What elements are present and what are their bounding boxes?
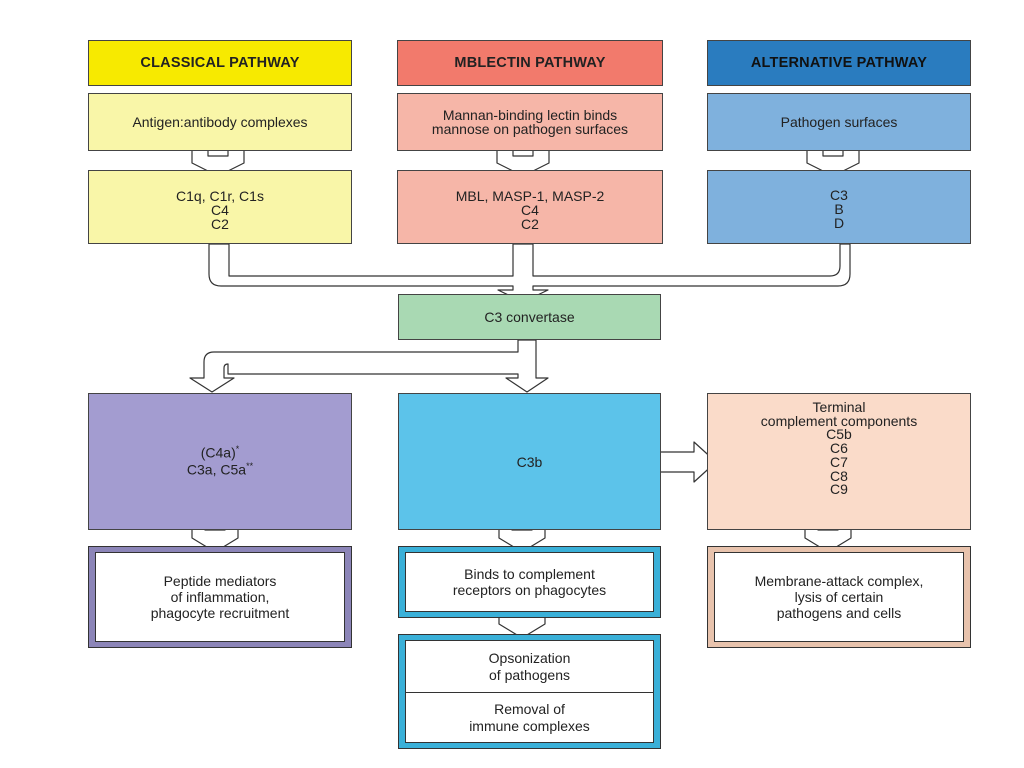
- mblectin-trigger-text: Mannan-binding lectin binds mannose on p…: [431, 107, 629, 137]
- removal-outcome-text: Removal of immune complexes: [469, 701, 590, 734]
- c3a-c5a-footnote-mark: **: [246, 460, 254, 471]
- binding-frame: Binds to complement receptors on phagocy…: [398, 546, 661, 618]
- c4a-line: (C4a)*: [201, 445, 240, 461]
- c3b-label: C3b: [516, 453, 543, 470]
- classical-trigger-box: Antigen:antibody complexes: [88, 93, 352, 151]
- inflammation-outcome-box: Peptide mediators of inflammation, phago…: [95, 552, 345, 642]
- alternative-trigger-text: Pathogen surfaces: [780, 114, 898, 130]
- c3-convertase-label: C3 convertase: [484, 309, 575, 325]
- lysis-outcome-text: Membrane-attack complex, lysis of certai…: [754, 572, 924, 622]
- lysis-frame: Membrane-attack complex, lysis of certai…: [707, 546, 971, 648]
- mblectin-trigger-box: Mannan-binding lectin binds mannose on p…: [397, 93, 663, 151]
- binding-outcome-text: Binds to complement receptors on phagocy…: [452, 565, 607, 598]
- opsonization-outcome-box: Opsonization of pathogens: [405, 640, 654, 693]
- classical-pathway-header: CLASSICAL PATHWAY: [88, 40, 352, 86]
- classical-pathway-title: CLASSICAL PATHWAY: [140, 54, 300, 71]
- alternative-trigger-box: Pathogen surfaces: [707, 93, 971, 151]
- removal-outcome-box: Removal of immune complexes: [405, 692, 654, 743]
- lysis-outcome-box: Membrane-attack complex, lysis of certai…: [714, 552, 964, 642]
- split-pipe: [189, 339, 549, 393]
- inflammation-frame: Peptide mediators of inflammation, phago…: [88, 546, 352, 648]
- terminal-components-box: Terminal complement components C5b C6 C7…: [707, 393, 971, 530]
- alternative-components-box: C3 B D: [707, 170, 971, 244]
- classical-trigger-text: Antigen:antibody complexes: [132, 114, 308, 130]
- opsonization-outcome-text: Opsonization of pathogens: [488, 650, 571, 683]
- opsonization-frame: Opsonization of pathogens Removal of imm…: [398, 634, 661, 749]
- inflammation-outcome-text: Peptide mediators of inflammation, phago…: [150, 572, 290, 622]
- mblectin-components-text: MBL, MASP-1, MASP-2 C4 C2: [455, 188, 605, 232]
- alternative-pathway-header: ALTERNATIVE PATHWAY: [707, 40, 971, 86]
- c3-convertase-box: C3 convertase: [398, 294, 661, 340]
- binding-outcome-box: Binds to complement receptors on phagocy…: [405, 552, 654, 612]
- mblectin-pathway-title: MBLECTIN PATHWAY: [454, 54, 606, 71]
- merge-pipe: [208, 243, 851, 303]
- classical-components-text: C1q, C1r, C1s C4 C2: [176, 188, 264, 232]
- terminal-components-text: Terminal complement components C5b C6 C7…: [760, 399, 918, 498]
- c3a-c5a-line: C3a, C5a**: [186, 460, 254, 478]
- c4a-label: (C4a): [200, 445, 236, 462]
- classical-components-box: C1q, C1r, C1s C4 C2: [88, 170, 352, 244]
- c4a-footnote-mark: *: [235, 444, 240, 455]
- mblectin-components-box: MBL, MASP-1, MASP-2 C4 C2: [397, 170, 663, 244]
- arrow-c3b-to-terminal: [659, 441, 717, 483]
- mediators-box: (C4a)* C3a, C5a**: [88, 393, 352, 530]
- alternative-pathway-title: ALTERNATIVE PATHWAY: [750, 54, 928, 71]
- c3a-c5a-label: C3a, C5a: [186, 461, 247, 478]
- alternative-components-text: C3 B D: [830, 187, 848, 231]
- c3b-box: C3b: [398, 393, 661, 530]
- mblectin-pathway-header: MBLECTIN PATHWAY: [397, 40, 663, 86]
